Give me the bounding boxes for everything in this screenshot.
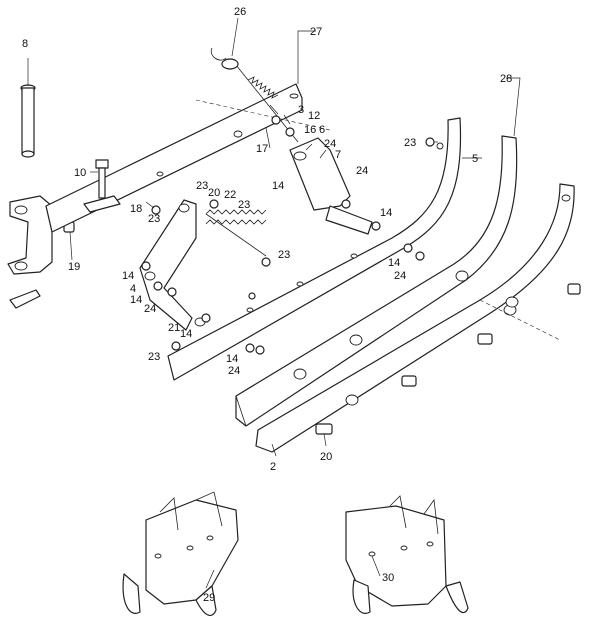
callout-30: 30: [382, 572, 394, 584]
main-bar-part-27: [45, 83, 331, 233]
callout-21: 21: [168, 322, 180, 334]
callout-labels: 2 3 4 5 6 7 8 10 12 14 14 14 14 14 14 14…: [22, 6, 512, 604]
callout-20: 20: [320, 451, 332, 463]
bottom-plate-part-2: [255, 183, 575, 453]
bolts-part-20: [315, 283, 581, 435]
curved-bar-part-5: [167, 117, 462, 381]
callout-26: 26: [234, 6, 246, 18]
callout-17: 17: [256, 143, 268, 155]
leader-lines: [27, 17, 521, 589]
assembly-view-part-30: [345, 495, 469, 614]
callout-24: 24: [324, 138, 336, 150]
washers-and-nuts: [141, 115, 435, 355]
callout-23: 23: [278, 249, 290, 261]
callout-28: 28: [500, 73, 512, 85]
callout-4: 4: [130, 283, 136, 295]
callout-27: 27: [310, 26, 322, 38]
callout-29: 29: [203, 592, 215, 604]
callout-23: 23: [148, 213, 160, 225]
callout-23: 23: [148, 351, 160, 363]
callout-14: 14: [272, 180, 284, 192]
callout-14: 14: [180, 328, 192, 340]
callout-14: 14: [130, 294, 142, 306]
callout-14: 14: [122, 270, 134, 282]
curved-plate-part-28: [235, 135, 518, 427]
callout-14: 14: [388, 257, 400, 269]
spring-part-22: [205, 209, 267, 257]
callout-18: 18: [130, 203, 142, 215]
cam-assembly-part-7: [289, 137, 373, 235]
assembly-view-part-29: [122, 491, 239, 617]
callout-22: 22: [224, 189, 236, 201]
callout-7: 7: [335, 149, 341, 161]
callout-12: 12: [308, 110, 320, 122]
callout-23: 23: [196, 180, 208, 192]
callout-24: 24: [144, 303, 156, 315]
callout-24: 24: [394, 270, 406, 282]
callout-24: 24: [356, 165, 368, 177]
callout-6: 6: [319, 124, 325, 136]
callout-16: 16: [304, 124, 316, 136]
callout-23: 23: [404, 137, 416, 149]
link-plates-part-4: [139, 199, 206, 331]
callout-2: 2: [270, 461, 276, 473]
spring-rod-part-26: [210, 47, 299, 143]
callout-8: 8: [22, 38, 28, 50]
callout-14: 14: [380, 207, 392, 219]
clip-part: [9, 289, 41, 309]
callout-14: 14: [226, 353, 238, 365]
callout-19: 19: [68, 261, 80, 273]
pin-part-8: [20, 84, 36, 158]
callout-23: 23: [238, 199, 250, 211]
bolt-part-10: [83, 159, 121, 213]
callout-3: 3: [298, 104, 304, 116]
callout-24: 24: [228, 365, 240, 377]
callout-20: 20: [208, 187, 220, 199]
callout-5: 5: [472, 153, 478, 165]
callout-10: 10: [74, 167, 86, 179]
